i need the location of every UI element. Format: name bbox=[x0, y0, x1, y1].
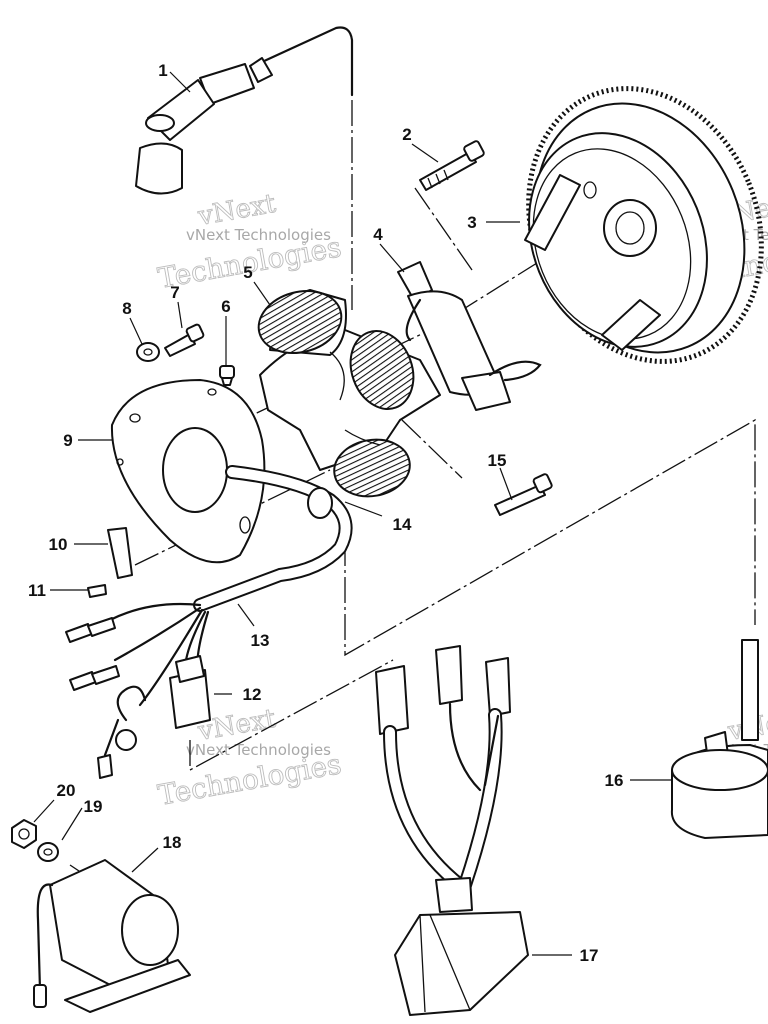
wiring-harness bbox=[65, 465, 353, 779]
washer-8 bbox=[136, 342, 160, 362]
washer-19 bbox=[37, 842, 59, 862]
flywheel bbox=[524, 86, 764, 364]
callout-2: 2 bbox=[402, 125, 411, 144]
callout-10: 10 bbox=[49, 535, 68, 554]
pulser-coil bbox=[397, 261, 542, 411]
starter-relay bbox=[33, 859, 191, 1013]
callout-16: 16 bbox=[605, 771, 624, 790]
callout-12: 12 bbox=[243, 685, 262, 704]
nut-20 bbox=[11, 819, 37, 849]
svg-text:vNext Technologies: vNext Technologies bbox=[186, 741, 331, 759]
leader-lines bbox=[33, 71, 672, 956]
svg-text:vNext Technologies: vNext Technologies bbox=[186, 226, 331, 244]
screw-7 bbox=[164, 323, 205, 357]
cdi-unit bbox=[375, 645, 529, 1016]
callout-1: 1 bbox=[158, 61, 167, 80]
connector-12 bbox=[169, 655, 211, 729]
callout-17: 17 bbox=[580, 946, 599, 965]
stator-assembly bbox=[257, 289, 441, 498]
callout-8: 8 bbox=[122, 299, 131, 318]
callout-6: 6 bbox=[221, 297, 230, 316]
stator-plate bbox=[110, 379, 266, 564]
screw-11 bbox=[87, 584, 107, 598]
callout-labels: 1 2 3 4 5 6 7 8 9 10 11 12 13 14 15 16 1… bbox=[28, 61, 623, 965]
callout-3: 3 bbox=[467, 213, 476, 232]
callout-9: 9 bbox=[63, 431, 72, 450]
callout-5: 5 bbox=[243, 263, 252, 282]
callout-11: 11 bbox=[28, 581, 46, 600]
callout-13: 13 bbox=[251, 631, 270, 650]
callout-18: 18 bbox=[163, 833, 182, 852]
ignition-coil bbox=[670, 639, 768, 839]
callout-7: 7 bbox=[170, 283, 179, 302]
screw-6 bbox=[219, 365, 235, 386]
spark-plug-cap bbox=[135, 26, 354, 195]
callout-14: 14 bbox=[393, 515, 412, 534]
callout-20: 20 bbox=[57, 781, 76, 800]
callout-19: 19 bbox=[84, 797, 103, 816]
wire-clamp bbox=[107, 527, 133, 579]
screw-2 bbox=[419, 140, 485, 191]
callout-4: 4 bbox=[373, 225, 383, 244]
callout-15: 15 bbox=[488, 451, 507, 470]
screw-15 bbox=[494, 473, 553, 516]
